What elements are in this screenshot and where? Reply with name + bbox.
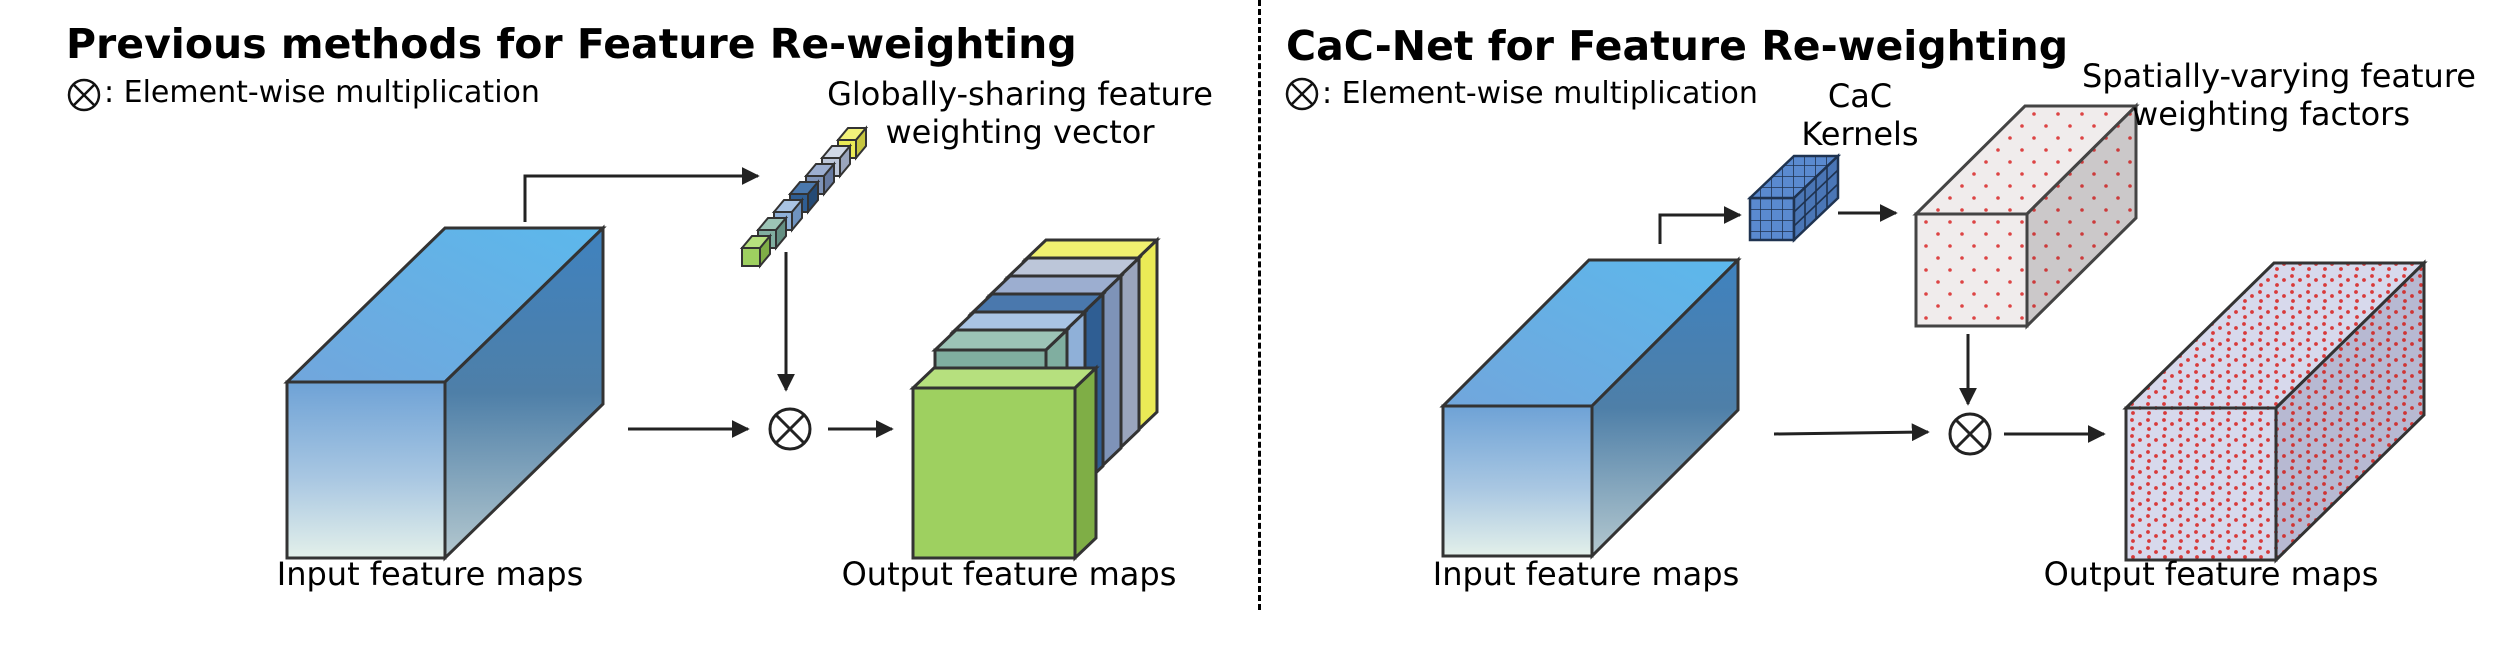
right-output-feature-cube — [2122, 259, 2428, 564]
cac-kernels-label: CaC Kernels — [1790, 77, 1930, 154]
right-legend-text: : Element-wise multiplication — [1322, 76, 1758, 111]
left-legend-multiply-icon — [67, 78, 101, 112]
left-vector-label-line2: weighting vector — [885, 112, 1155, 151]
left-legend-text: : Element-wise multiplication — [104, 75, 540, 110]
cac-kernels-label-line2: Kernels — [1801, 114, 1919, 153]
right-legend-multiply-icon — [1285, 77, 1319, 111]
right-arrow-to-kernels — [1658, 206, 1742, 244]
right-input-feature-cube — [1439, 256, 1742, 560]
left-vector-label-line1: Globally-sharing feature — [827, 75, 1213, 113]
weighting-factors-label-line1: Spatially-varying feature — [2082, 57, 2476, 95]
right-multiply-icon — [1948, 412, 1992, 456]
weighting-factors-label-line2: weighting factors — [2132, 94, 2410, 133]
right-output-label: Output feature maps — [2043, 555, 2379, 593]
left-vector-label: Globally-sharing feature weighting vecto… — [810, 75, 1230, 152]
left-output-feature-cube — [909, 236, 1161, 562]
cac-kernels-label-line1: CaC — [1827, 77, 1893, 115]
right-input-label: Input feature maps — [1432, 555, 1740, 593]
weighting-factors-cube — [1912, 102, 2140, 330]
left-input-label: Input feature maps — [276, 555, 584, 593]
left-weighting-vector — [739, 125, 869, 269]
panel-divider — [1258, 0, 1261, 610]
left-multiply-icon — [768, 407, 812, 451]
weighting-factors-label: Spatially-varying feature weighting fact… — [2082, 57, 2476, 134]
cac-kernels-icon — [1746, 153, 1842, 243]
right-panel-title: CaC-Net for Feature Re-weighting — [1286, 22, 2069, 70]
left-panel-title: Previous methods for Feature Re-weightin… — [66, 20, 1077, 68]
left-arrow-to-vector — [523, 167, 760, 222]
left-output-label: Output feature maps — [841, 555, 1177, 593]
left-input-feature-cube — [283, 224, 607, 562]
right-arrow-input-to-mult — [1773, 423, 1930, 442]
